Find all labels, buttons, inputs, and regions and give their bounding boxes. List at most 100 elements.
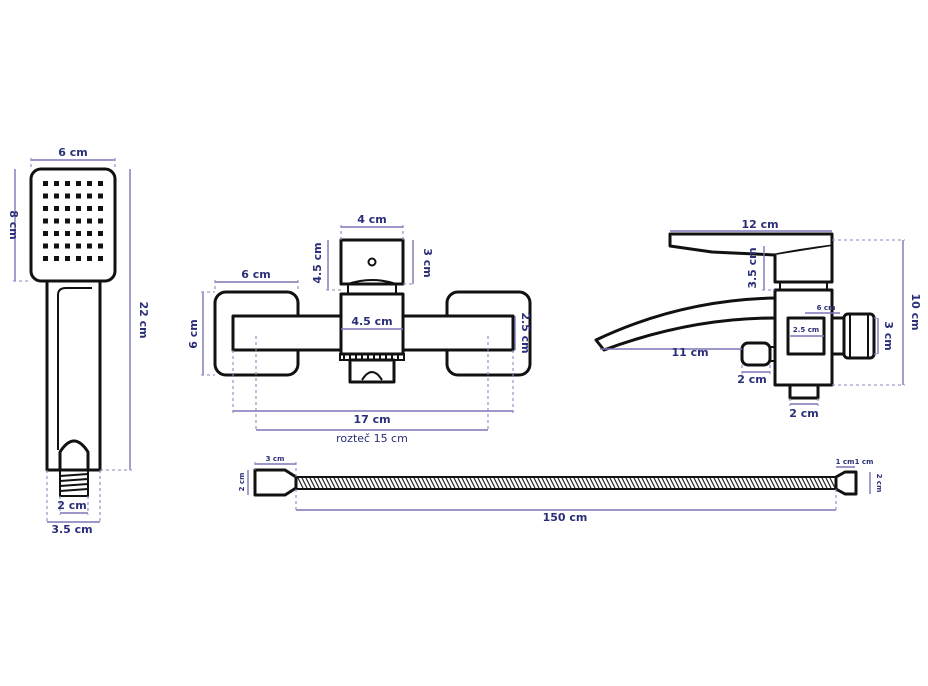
hose-weave-strand [517, 477, 524, 489]
hose-weave-strand [773, 477, 780, 489]
hose-weave-strand [433, 477, 440, 489]
nozzle [54, 243, 59, 249]
hose-weave-strand [721, 477, 728, 489]
hose-weave-strand [633, 477, 640, 489]
hose-weave-strand [437, 477, 444, 489]
hose-weave-strand [597, 477, 604, 489]
outlet-label: 2 cm [789, 407, 818, 420]
hose-weave-strand [441, 477, 448, 489]
hose-weave-strand [617, 477, 624, 489]
hose-weave-strand [625, 477, 632, 489]
rosette-height-label: 6 cm [187, 319, 200, 348]
hose-weave-strand [693, 477, 700, 489]
hose-weave-strand [729, 477, 736, 489]
hose-weave-strand [377, 477, 384, 489]
nozzle [65, 218, 70, 224]
hose-weave-strand [313, 477, 320, 489]
mixer-knob [339, 238, 405, 286]
hose-weave-strand [301, 477, 308, 489]
mixer-side-view: 12 cm 3.5 cm 10 cm 6 cm 2.5 cm 3 cm 11 c… [594, 218, 922, 420]
lever-length-label: 12 cm [741, 218, 778, 231]
side-lever-base [773, 246, 834, 284]
hose-weave-strand [801, 477, 808, 489]
hose-weave-strand [513, 477, 520, 489]
hose-weave-strand [757, 477, 764, 489]
hose-weave-strand [737, 477, 744, 489]
nozzle [54, 256, 59, 261]
hose-weave [297, 477, 836, 489]
hose-weave-strand [473, 477, 480, 489]
shower-length-label: 22 cm [137, 301, 150, 338]
hose-weave-strand [465, 477, 472, 489]
hose-weave-strand [681, 477, 688, 489]
hose-weave-strand [525, 477, 532, 489]
hose-weave-strand [393, 477, 400, 489]
nozzle [76, 218, 81, 224]
nozzle [98, 181, 103, 186]
rosette-width-label: 6 cm [241, 268, 270, 281]
body-height-label: 2.5 cm [519, 312, 532, 353]
hose-weave-strand [553, 477, 560, 489]
hose-right-diameter-label: 2 cm [875, 474, 883, 493]
spout-label: 11 cm [671, 346, 708, 359]
hose-weave-strand [409, 477, 416, 489]
knob-total-height-label: 4.5 cm [311, 242, 324, 283]
hose-weave-strand [565, 477, 572, 489]
hose-weave-strand [537, 477, 544, 489]
hose-weave-strand [549, 477, 556, 489]
hose-weave-strand [809, 477, 816, 489]
hose-weave-strand [345, 477, 352, 489]
hose-weave-strand [329, 477, 336, 489]
nozzle [65, 181, 70, 186]
hose-weave-strand [621, 477, 628, 489]
hose-weave-strand [593, 477, 600, 489]
hose-weave-strand [497, 477, 504, 489]
shower-head-nozzles [43, 181, 103, 261]
hose-weave-strand [361, 477, 368, 489]
hose-weave-strand [673, 477, 680, 489]
hose-weave-strand [601, 477, 608, 489]
hose-weave-strand [581, 477, 588, 489]
hose-weave-strand [505, 477, 512, 489]
mixer-outlet [348, 358, 396, 384]
nozzle [76, 231, 81, 236]
shower-handle-cutout [58, 439, 90, 470]
hose-weave-strand [325, 477, 332, 489]
hose-weave-strand [557, 477, 564, 489]
shower-handle-width-label: 3.5 cm [51, 523, 92, 536]
hose-weave-strand [381, 477, 388, 489]
body-center-label: 4.5 cm [351, 315, 392, 328]
hose-right-length-label: 1 cm [836, 458, 855, 466]
hose-weave-strand [709, 477, 716, 489]
hose-weave-strand [585, 477, 592, 489]
hose-weave-strand [685, 477, 692, 489]
hose-weave-strand [469, 477, 476, 489]
knob-width-label: 4 cm [357, 213, 386, 226]
shower-width-label: 6 cm [58, 146, 87, 159]
hose-weave-strand [569, 477, 576, 489]
hose-weave-strand [509, 477, 516, 489]
hose-weave-strand [425, 477, 432, 489]
hose-weave-strand [453, 477, 460, 489]
total-height-label: 10 cm [909, 293, 922, 330]
nozzle [54, 193, 59, 199]
hose-weave-strand [545, 477, 552, 489]
nozzle [43, 218, 48, 224]
hose-weave-strand [649, 477, 656, 489]
nozzle [87, 256, 92, 261]
hose-weave-strand [613, 477, 620, 489]
nozzle [43, 256, 48, 261]
nozzle [76, 181, 81, 186]
hose-weave-strand [733, 477, 740, 489]
hose-weave-strand [629, 477, 636, 489]
nozzle [76, 256, 81, 261]
hose-weave-strand [321, 477, 328, 489]
hose-weave-strand [589, 477, 596, 489]
nozzle [54, 206, 59, 211]
hose-weave-strand [765, 477, 772, 489]
nozzle [87, 231, 92, 236]
nozzle [87, 218, 92, 224]
diverter-label: 2 cm [737, 373, 766, 386]
hose-weave-strand [529, 477, 536, 489]
shower-thread-label: 2 cm [57, 499, 86, 512]
